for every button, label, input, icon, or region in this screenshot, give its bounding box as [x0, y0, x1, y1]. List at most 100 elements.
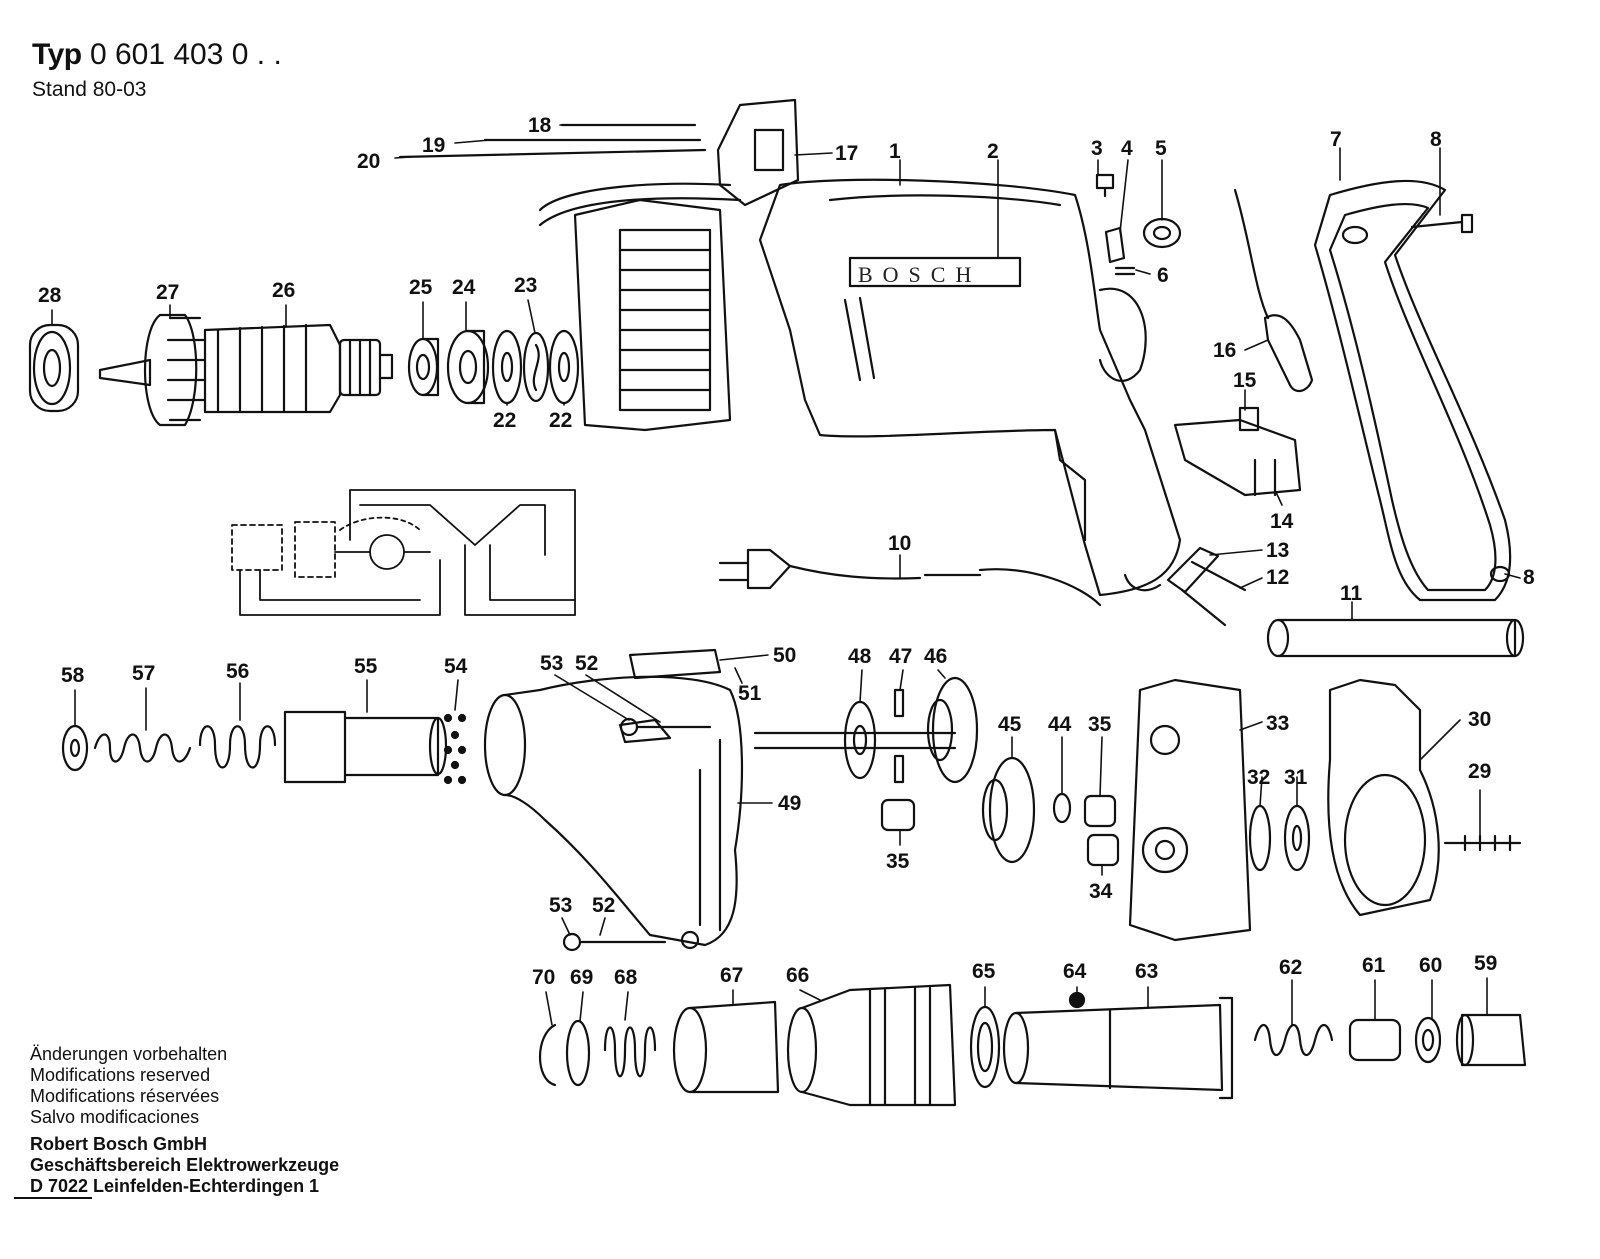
part-33-gear-plate [1128, 678, 1252, 942]
callout-47: 47 [889, 645, 912, 668]
callout-22-a: 22 [493, 409, 516, 432]
callout-18: 18 [528, 114, 552, 137]
part-28-bearing [28, 323, 80, 413]
notice-english: Modifications reserved [30, 1065, 211, 1085]
callout-31: 31 [1284, 766, 1308, 789]
part-34-bearing [1086, 833, 1120, 867]
underline-mark [14, 1197, 92, 1199]
part-45-gear [981, 756, 1036, 864]
callout-57: 57 [132, 662, 155, 685]
callout-8-top: 8 [1430, 128, 1442, 151]
callout-5: 5 [1155, 137, 1167, 160]
callout-48: 48 [848, 645, 872, 668]
wiring-schematic [231, 489, 576, 616]
part-67-sleeve [672, 1000, 780, 1094]
part-15-switch [1173, 406, 1302, 497]
callout-16: 16 [1213, 339, 1236, 362]
callout-7: 7 [1330, 128, 1342, 151]
callout-60: 60 [1419, 954, 1442, 977]
part-35-bearing-b [1083, 794, 1117, 828]
part-49-gear-housing [483, 675, 744, 950]
part-62-spring [1253, 1023, 1334, 1057]
part-1-housing [758, 178, 1182, 597]
callout-6: 6 [1157, 264, 1169, 287]
notice-french: Modifications réservées [30, 1086, 220, 1106]
part-46-gear [926, 676, 979, 784]
part-63-spindle [1002, 996, 1234, 1100]
callout-59: 59 [1474, 952, 1497, 975]
part-31-seal [1283, 804, 1311, 872]
callout-30: 30 [1468, 708, 1491, 731]
part-50-label [628, 648, 722, 680]
callout-68: 68 [614, 966, 638, 989]
part-17-terminal-block [716, 98, 800, 207]
part-54-balls [443, 713, 467, 785]
callout-51: 51 [738, 682, 762, 705]
callout-64: 64 [1063, 960, 1087, 983]
notice-german: Änderungen vorbehalten [30, 1044, 228, 1064]
part-44-washer [1052, 792, 1072, 824]
part-57-spring [93, 733, 192, 763]
callout-65: 65 [972, 960, 996, 983]
callout-44: 44 [1048, 713, 1072, 736]
callout-14: 14 [1270, 510, 1294, 533]
part-13-cable-clamp [1166, 546, 1220, 594]
callout-28: 28 [38, 284, 62, 307]
callout-1: 1 [889, 140, 901, 163]
part-66-chuck-collar [786, 983, 957, 1107]
part-27-fan [98, 313, 207, 427]
callout-54: 54 [444, 655, 468, 678]
part-48-clutch [843, 700, 877, 780]
part-3-screw [1095, 173, 1115, 198]
callout-29: 29 [1468, 760, 1491, 783]
callout-23: 23 [514, 274, 537, 297]
part-8-screw-bottom [1489, 565, 1511, 583]
part-12-screws [1180, 560, 1247, 627]
callout-70: 70 [532, 966, 555, 989]
leader-lines [51, 124, 1521, 1026]
part-29-screw [1443, 834, 1522, 852]
type-label: Typ [32, 38, 82, 71]
spindle-shaft [753, 731, 957, 750]
part-53-52-screw-bottom [562, 932, 667, 952]
callout-63: 63 [1135, 960, 1158, 983]
callout-62: 62 [1279, 956, 1302, 979]
callout-32: 32 [1247, 766, 1270, 789]
callout-52-top: 52 [575, 652, 598, 675]
callout-27: 27 [156, 281, 179, 304]
part-22-washer-b [548, 329, 580, 405]
company-location: D 7022 Leinfelden-Echterdingen 1 [30, 1176, 320, 1196]
callout-3: 3 [1091, 137, 1103, 160]
callout-35-a: 35 [1088, 713, 1112, 736]
callout-58: 58 [61, 664, 85, 687]
part-25-cap [407, 337, 440, 397]
callout-56: 56 [226, 660, 249, 683]
callout-46: 46 [924, 645, 947, 668]
callout-15: 15 [1233, 369, 1257, 392]
callout-53-top: 53 [540, 652, 563, 675]
part-18-19-20-wires [398, 123, 707, 159]
notice-spanish: Salvo modificaciones [30, 1107, 200, 1127]
part-56-spring [198, 725, 277, 769]
callout-35-b: 35 [886, 850, 910, 873]
part-60-ring [1414, 1016, 1442, 1064]
part-70-ring [538, 1023, 557, 1087]
part-47-pins [893, 688, 905, 784]
callout-34: 34 [1089, 880, 1113, 903]
callout-8-bottom: 8 [1523, 566, 1535, 589]
company-name: Robert Bosch GmbH [30, 1134, 208, 1154]
part-59-cap [1455, 1013, 1527, 1067]
callout-12: 12 [1266, 566, 1289, 589]
brand-lettering: BOSCH [858, 262, 981, 287]
callout-33: 33 [1266, 712, 1289, 735]
callout-20: 20 [357, 150, 380, 173]
part-10-power-cord [718, 548, 1102, 607]
part-6-screw [1114, 266, 1136, 276]
callout-4: 4 [1121, 137, 1133, 160]
part-32-bearing [1248, 804, 1272, 872]
callout-10: 10 [888, 532, 911, 555]
callout-22-b: 22 [549, 409, 572, 432]
part-8-screw-top [1410, 213, 1474, 234]
callout-66: 66 [786, 964, 809, 987]
callout-67: 67 [720, 964, 743, 987]
